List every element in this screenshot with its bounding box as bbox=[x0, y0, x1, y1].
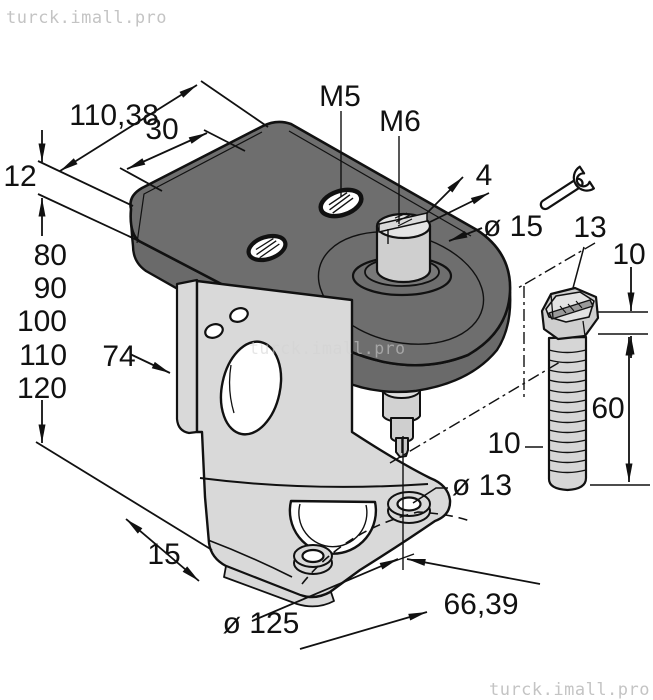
screw-threads bbox=[548, 349, 587, 474]
dim-foot-hole-dia: ø 13 bbox=[451, 469, 513, 502]
threaded-hole-m5 bbox=[318, 187, 364, 219]
bolt-circle-arc bbox=[301, 511, 471, 585]
label-thread-m6: M6 bbox=[379, 105, 421, 138]
dim-wrench-size: 13 bbox=[573, 211, 607, 244]
cylinder-boss bbox=[375, 212, 432, 284]
dim-slot-width: 4 bbox=[475, 159, 493, 192]
watermark-center: turck.imall.pro bbox=[249, 339, 406, 358]
dim-plate-thickness: 12 bbox=[3, 160, 37, 193]
dim-plate-width: 74 bbox=[102, 340, 136, 373]
bottom-boss-hole bbox=[293, 544, 333, 575]
face-slot bbox=[219, 340, 283, 436]
dim-screw-head-height: 10 bbox=[612, 238, 646, 271]
mounting-screw bbox=[540, 286, 600, 492]
dim-hole-offset: 30 bbox=[145, 113, 179, 146]
face-hole-2 bbox=[229, 307, 249, 323]
dim-bolt-circle: ø 125 bbox=[222, 607, 300, 640]
height-option: 120 bbox=[16, 371, 67, 405]
screw-head bbox=[540, 286, 600, 341]
wrench-icon bbox=[539, 165, 596, 211]
dim-foot-width: 15 bbox=[147, 538, 181, 571]
dimension-lines bbox=[35, 80, 650, 650]
label-thread-m5: M5 bbox=[319, 80, 361, 113]
height-option: 90 bbox=[33, 272, 67, 306]
watermark-top-left: turck.imall.pro bbox=[6, 8, 168, 28]
threaded-hole-2 bbox=[246, 233, 288, 263]
dim-height-options: 80 90 100 110 120 bbox=[10, 239, 67, 405]
height-option: 100 bbox=[16, 305, 67, 339]
sensor-shaft bbox=[382, 381, 421, 458]
dim-hole-distance: 66,39 bbox=[443, 588, 519, 621]
screw-shaft bbox=[547, 335, 588, 492]
dim-screw-length: 60 bbox=[591, 392, 625, 425]
center-lines bbox=[301, 242, 596, 585]
height-option: 80 bbox=[33, 239, 67, 272]
face-hole-1 bbox=[204, 323, 224, 339]
height-option: 110 bbox=[19, 338, 67, 372]
dim-shaft-clearance: 10 bbox=[487, 427, 521, 460]
dim-boss-dia: ø 15 bbox=[482, 210, 544, 243]
watermark-bottom-right: turck.imall.pro bbox=[488, 680, 650, 700]
bracket-back-flange bbox=[175, 278, 199, 435]
dim-plate-length: 110,38 bbox=[69, 99, 159, 132]
